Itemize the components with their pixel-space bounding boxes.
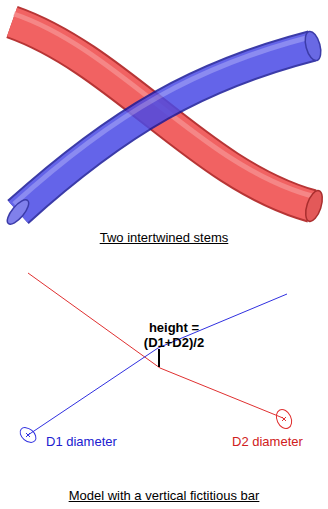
d1-section bbox=[17, 425, 39, 446]
d2-label: D2 diameter bbox=[232, 434, 303, 449]
caption-label: Model with a vertical fictitious bar bbox=[69, 488, 260, 503]
red-stem bbox=[12, 14, 326, 223]
model-lines bbox=[17, 273, 294, 445]
d1-label: D1 diameter bbox=[46, 434, 117, 449]
fictitious-bar bbox=[158, 349, 160, 367]
dimension-label: height = (D1+D2)/2 bbox=[133, 320, 215, 350]
blue-stem bbox=[4, 30, 324, 228]
caption-label: Two intertwined stems bbox=[100, 230, 229, 245]
d2-section bbox=[273, 407, 294, 431]
